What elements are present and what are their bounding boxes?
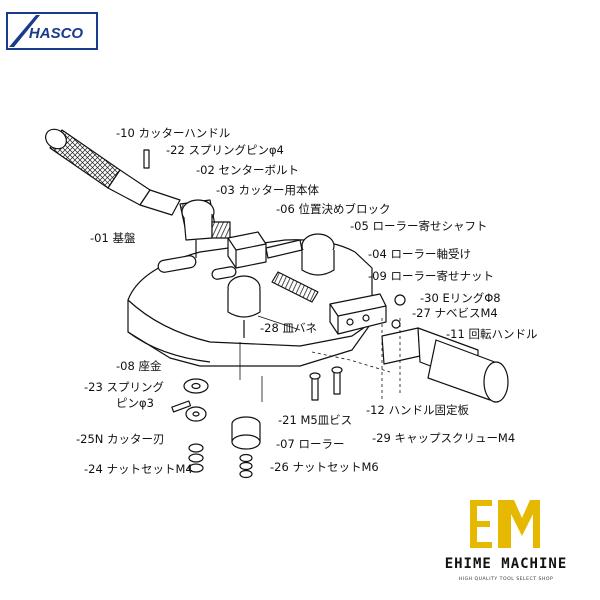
roller-07 bbox=[231, 416, 261, 450]
washer-08 bbox=[183, 378, 209, 394]
positioning-block bbox=[227, 231, 267, 269]
shop-tagline: HIGH QUALITY TOOL SELECT SHOP bbox=[458, 577, 554, 582]
spring-pin-22 bbox=[143, 149, 150, 169]
part-label-04: -04 ローラー軸受け bbox=[368, 247, 471, 261]
e-ring-30 bbox=[394, 294, 406, 306]
part-label-02: -02 センターボルト bbox=[196, 163, 299, 177]
part-label-30: -30 EリングΦ8 bbox=[420, 291, 501, 305]
part-label-08: -08 座金 bbox=[116, 359, 162, 373]
part-label-24: -24 ナットセットM4 bbox=[84, 462, 193, 476]
part-label-23a: -23 スプリング bbox=[84, 380, 164, 394]
part-label-01: -01 基盤 bbox=[90, 231, 136, 245]
part-label-23b: ピンφ3 bbox=[116, 396, 154, 410]
part-label-29: -29 キャップスクリューM4 bbox=[372, 431, 516, 445]
nut-set-m4 bbox=[188, 443, 204, 473]
hasco-logo: HASCO bbox=[6, 12, 98, 50]
ehime-machine-logo bbox=[470, 500, 540, 548]
part-label-10: -10 カッターハンドル bbox=[116, 126, 231, 140]
part-label-27: -27 ナベビスM4 bbox=[412, 306, 498, 320]
part-label-07: -07 ローラー bbox=[276, 437, 345, 451]
roller-shaft bbox=[265, 233, 335, 276]
part-label-28: -28 皿バネ bbox=[260, 321, 317, 335]
part-label-05: -05 ローラー寄せシャフト bbox=[350, 219, 488, 233]
hasco-logo-text: HASCO bbox=[29, 25, 84, 42]
cap-screws-29 bbox=[309, 366, 343, 401]
part-label-26: -26 ナットセットM6 bbox=[270, 460, 379, 474]
handle-fixing-block bbox=[329, 293, 387, 335]
part-label-09: -09 ローラー寄せナット bbox=[368, 269, 494, 283]
pan-screw-27 bbox=[391, 319, 401, 329]
part-label-11: -11 回転ハンドル bbox=[446, 327, 538, 341]
part-label-21: -21 M5皿ビス bbox=[278, 413, 353, 427]
part-label-25N: -25N カッター刃 bbox=[76, 432, 165, 446]
spring-pin-23 bbox=[171, 400, 192, 413]
cutter-body bbox=[179, 199, 231, 258]
shop-name: EHIME MACHINE bbox=[444, 556, 568, 572]
part-label-06: -06 位置決めブロック bbox=[276, 202, 391, 216]
roller-bearing bbox=[227, 271, 319, 338]
cutter-handle bbox=[45, 128, 181, 216]
rotary-handle bbox=[381, 327, 509, 403]
part-label-12: -12 ハンドル固定板 bbox=[366, 403, 469, 417]
nut-set-m6 bbox=[239, 453, 253, 479]
part-label-22: -22 スプリングピンφ4 bbox=[166, 143, 284, 157]
cutter-blade bbox=[185, 406, 207, 422]
part-label-03: -03 カッター用本体 bbox=[216, 183, 319, 197]
